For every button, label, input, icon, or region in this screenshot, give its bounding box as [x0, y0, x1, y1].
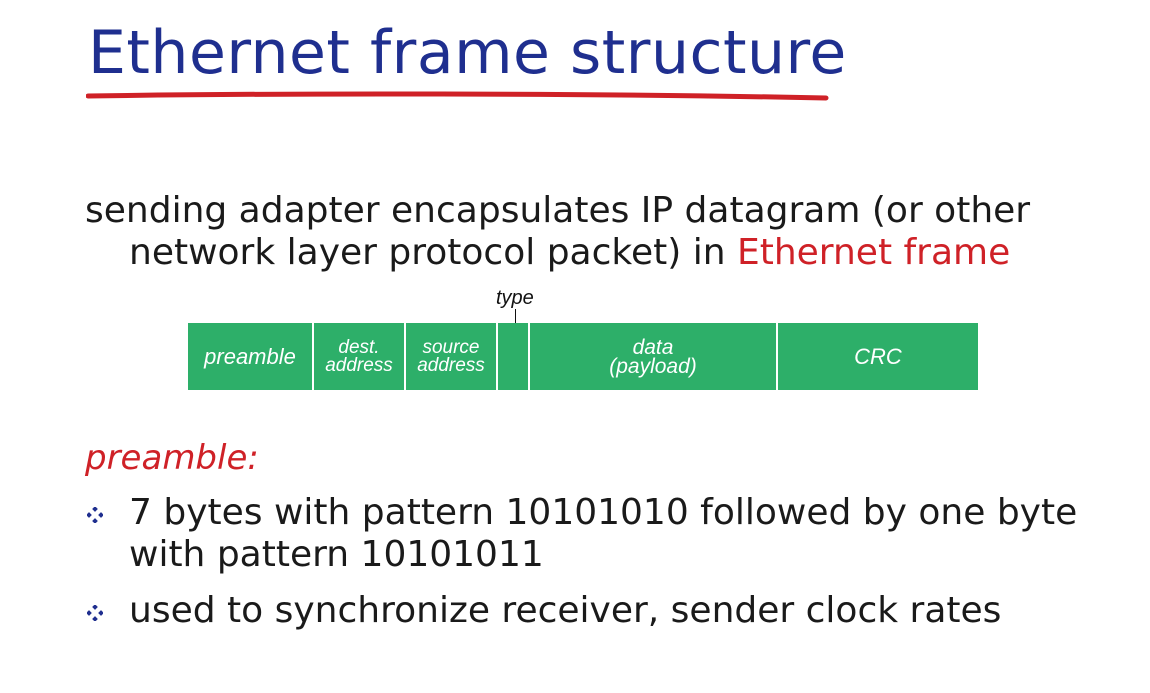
- frame-field-crc: CRC: [778, 323, 978, 390]
- source-field-line-2: address: [417, 354, 485, 376]
- type-field-label: type: [496, 287, 534, 309]
- frame-field-preamble: preamble: [188, 323, 312, 390]
- type-pointer-line: [515, 309, 516, 323]
- intro-line-1: sending adapter encapsulates IP datagram…: [85, 190, 1031, 231]
- intro-text: sending adapter encapsulates IP datagram…: [85, 190, 1125, 274]
- source-field-line-1: source: [422, 336, 480, 358]
- preamble-field-label: preamble: [204, 343, 296, 369]
- intro-highlight: Ethernet frame: [736, 232, 1011, 273]
- title-underline: [86, 91, 829, 101]
- list-item: 7 bytes with pattern 10101010 followed b…: [85, 492, 1125, 576]
- field-separator: [404, 323, 406, 390]
- diamond-bullet-icon: [87, 507, 103, 523]
- data-field-line-2: (payload): [609, 354, 697, 378]
- frame-field-type: [498, 323, 528, 390]
- field-separator: [776, 323, 778, 390]
- bullet-list: 7 bytes with pattern 10101010 followed b…: [85, 492, 1125, 632]
- field-separator: [496, 323, 498, 390]
- diamond-bullet-icon: [87, 605, 103, 621]
- list-item: used to synchronize receiver, sender clo…: [85, 590, 1125, 632]
- crc-field-label: CRC: [854, 343, 902, 369]
- slide-title: Ethernet frame structure: [88, 18, 847, 88]
- data-field-line-1: data: [632, 335, 674, 359]
- intro-line-2: network layer protocol packet) in Ethern…: [85, 232, 1125, 274]
- bullet-text: used to synchronize receiver, sender clo…: [129, 590, 1002, 631]
- dest-field-line-1: dest.: [338, 336, 380, 358]
- frame-field-data: data(payload): [530, 323, 776, 390]
- dest-field-line-2: address: [325, 354, 393, 376]
- frame-field-dest-address: dest.address: [314, 323, 404, 390]
- intro-line-2-plain: network layer protocol packet) in: [129, 232, 737, 273]
- field-separator: [528, 323, 530, 390]
- preamble-heading: preamble:: [85, 438, 259, 478]
- bullet-text: 7 bytes with pattern 10101010 followed b…: [129, 492, 1078, 575]
- field-separator: [312, 323, 314, 390]
